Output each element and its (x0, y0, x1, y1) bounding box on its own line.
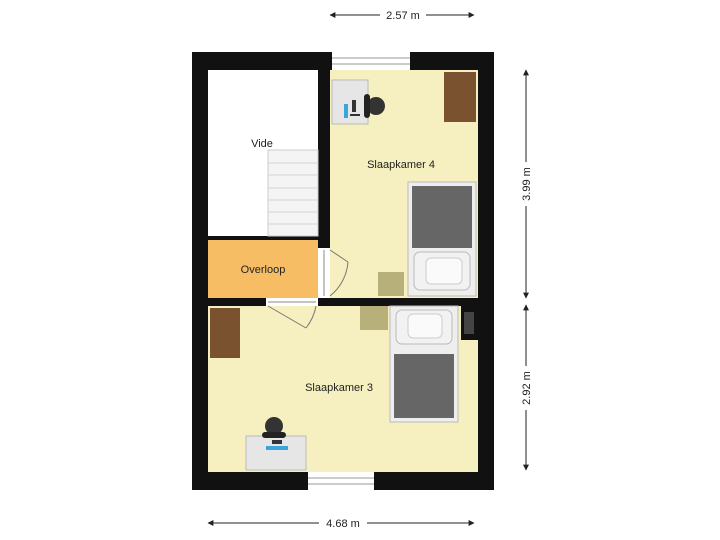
chair-slaapkamer4 (364, 94, 385, 118)
dimension-right-upper-label: 3.99 m (521, 167, 533, 201)
dimension-bottom: 4.68 m (207, 515, 475, 531)
label-slaapkamer4: Slaapkamer 4 (367, 159, 435, 171)
wardrobe-slaapkamer4 (444, 72, 476, 122)
label-vide: Vide (251, 138, 273, 150)
door-slaapkamer4 (318, 248, 349, 298)
door-slaapkamer3 (266, 298, 318, 329)
mat-slaapkamer4 (378, 272, 404, 296)
chair-slaapkamer3 (262, 417, 286, 438)
wardrobe-slaapkamer3 (210, 308, 240, 358)
label-overloop: Overloop (241, 264, 286, 276)
dimension-right-lower-label: 2.92 m (521, 371, 533, 405)
label-slaapkamer3: Slaapkamer 3 (305, 382, 373, 394)
desk-slaapkamer3 (245, 435, 307, 471)
room-overloop (208, 240, 318, 298)
dimension-top: 2.57 m (329, 7, 475, 23)
bed-slaapkamer4 (407, 181, 477, 297)
bed-slaapkamer3 (389, 305, 459, 423)
desk-slaapkamer4 (331, 79, 369, 125)
mat-slaapkamer3 (360, 306, 388, 330)
staircase (267, 149, 319, 237)
window-bottom (308, 472, 374, 490)
dimension-right-upper: 3.99 m (518, 69, 534, 299)
dimension-bottom-label: 4.68 m (326, 518, 360, 530)
window-top (332, 52, 410, 70)
dimension-right-lower: 2.92 m (518, 304, 534, 471)
radiator (464, 312, 474, 334)
dimension-top-label: 2.57 m (386, 10, 420, 22)
